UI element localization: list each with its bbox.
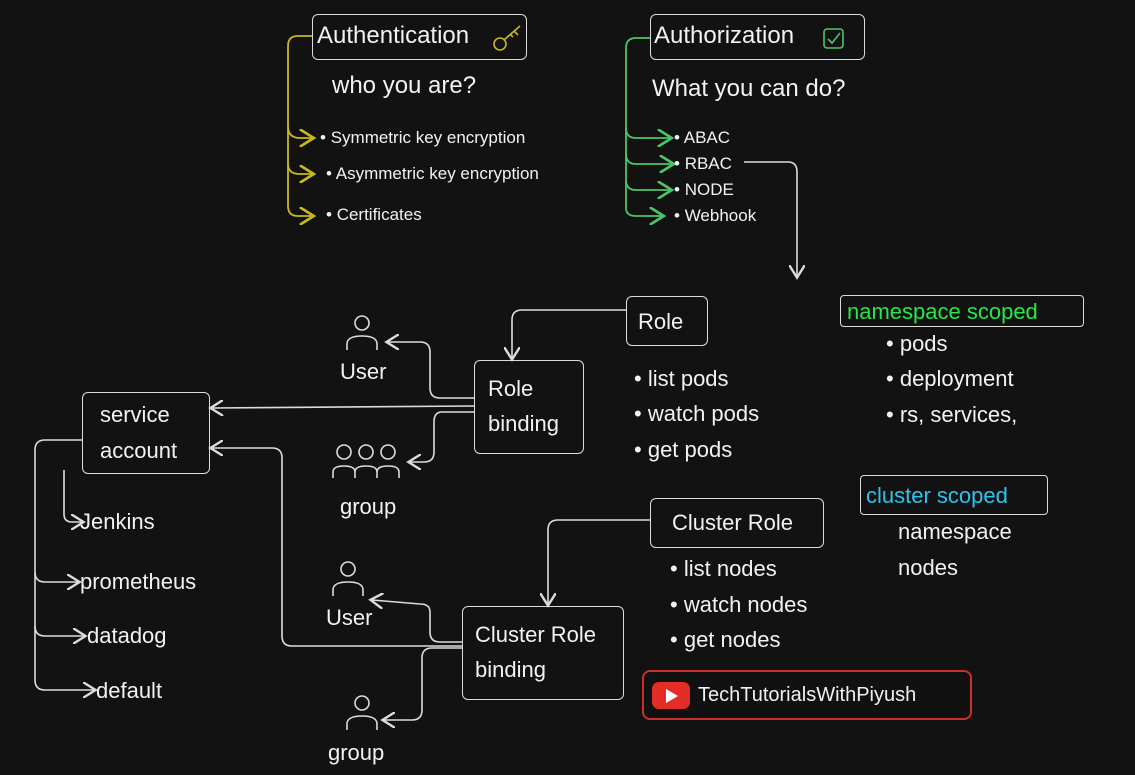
- clusterbinding-user-label: User: [326, 605, 373, 630]
- namespace-item-deployment: deployment: [886, 366, 1014, 392]
- authorization-box: [650, 14, 865, 60]
- role-binding-line1: Role: [488, 376, 534, 401]
- cluster-item-nodes: nodes: [898, 555, 958, 580]
- authz-item-abac: ABAC: [674, 128, 730, 148]
- role-box: [626, 296, 708, 346]
- youtube-icon: [652, 682, 690, 709]
- role-permission-watch: watch pods: [634, 401, 759, 427]
- cluster-permission-list: list nodes: [670, 556, 777, 582]
- cluster-role-binding-box: [462, 606, 624, 700]
- role-permission-list: list pods: [634, 366, 729, 392]
- channel-badge: TechTutorialsWithPiyush: [642, 670, 972, 720]
- cluster-permission-watch: watch nodes: [670, 592, 808, 618]
- authentication-box: [312, 14, 527, 60]
- channel-name: TechTutorialsWithPiyush: [698, 684, 917, 706]
- authentication-subtitle: who you are?: [332, 72, 477, 99]
- rolebinding-group-label: group: [340, 494, 397, 519]
- cluster-scoped-tag: cluster scoped: [860, 475, 1048, 515]
- authz-item-node: NODE: [674, 180, 734, 200]
- sa-example-default: default: [96, 678, 163, 703]
- role-binding-line2: binding: [488, 411, 559, 436]
- authorization-subtitle: What you can do?: [652, 75, 846, 102]
- auth-item-asymmetric: Asymmetric key encryption: [326, 164, 539, 184]
- user-icon: [346, 315, 378, 350]
- authentication-title: Authentication: [317, 22, 470, 49]
- role-permission-get: get pods: [634, 437, 732, 463]
- cluster-scoped-label: cluster scoped: [866, 483, 1008, 508]
- authz-item-webhook: Webhook: [674, 206, 757, 226]
- cluster-role-box: [650, 498, 824, 548]
- cluster-role-binding-line2: binding: [475, 657, 546, 682]
- role-binding-box: [474, 360, 584, 454]
- namespace-item-rs-services: rs, services,: [886, 402, 1017, 428]
- authz-item-rbac: RBAC: [674, 154, 732, 174]
- namespace-item-pods: pods: [886, 331, 948, 357]
- sa-example-datadog: datadog: [87, 623, 167, 648]
- cluster-item-namespace: namespace: [898, 519, 1012, 544]
- cluster-permission-get: get nodes: [670, 627, 781, 653]
- checkbox-icon: [823, 28, 844, 49]
- service-account-line1: service: [100, 402, 170, 427]
- namespace-scoped-tag: namespace scoped: [840, 295, 1084, 327]
- cluster-role-label: Cluster Role: [672, 510, 794, 535]
- service-account-line2: account: [100, 438, 178, 463]
- sa-example-prometheus: prometheus: [80, 569, 197, 594]
- user-icon: [332, 561, 364, 596]
- role-label: Role: [638, 309, 684, 334]
- namespace-scoped-label: namespace scoped: [847, 299, 1038, 324]
- group-icon: [332, 444, 400, 478]
- group-icon: [346, 695, 378, 730]
- auth-item-symmetric: Symmetric key encryption: [320, 128, 526, 148]
- clusterbinding-group-label: group: [328, 740, 385, 765]
- sa-example-jenkins: Jenkins: [80, 509, 155, 534]
- service-account-box: [82, 392, 210, 474]
- auth-item-certificates: Certificates: [326, 205, 422, 225]
- rolebinding-user-label: User: [340, 359, 387, 384]
- cluster-role-binding-line1: Cluster Role: [475, 622, 597, 647]
- authorization-title: Authorization: [654, 22, 795, 49]
- key-icon: [493, 25, 521, 51]
